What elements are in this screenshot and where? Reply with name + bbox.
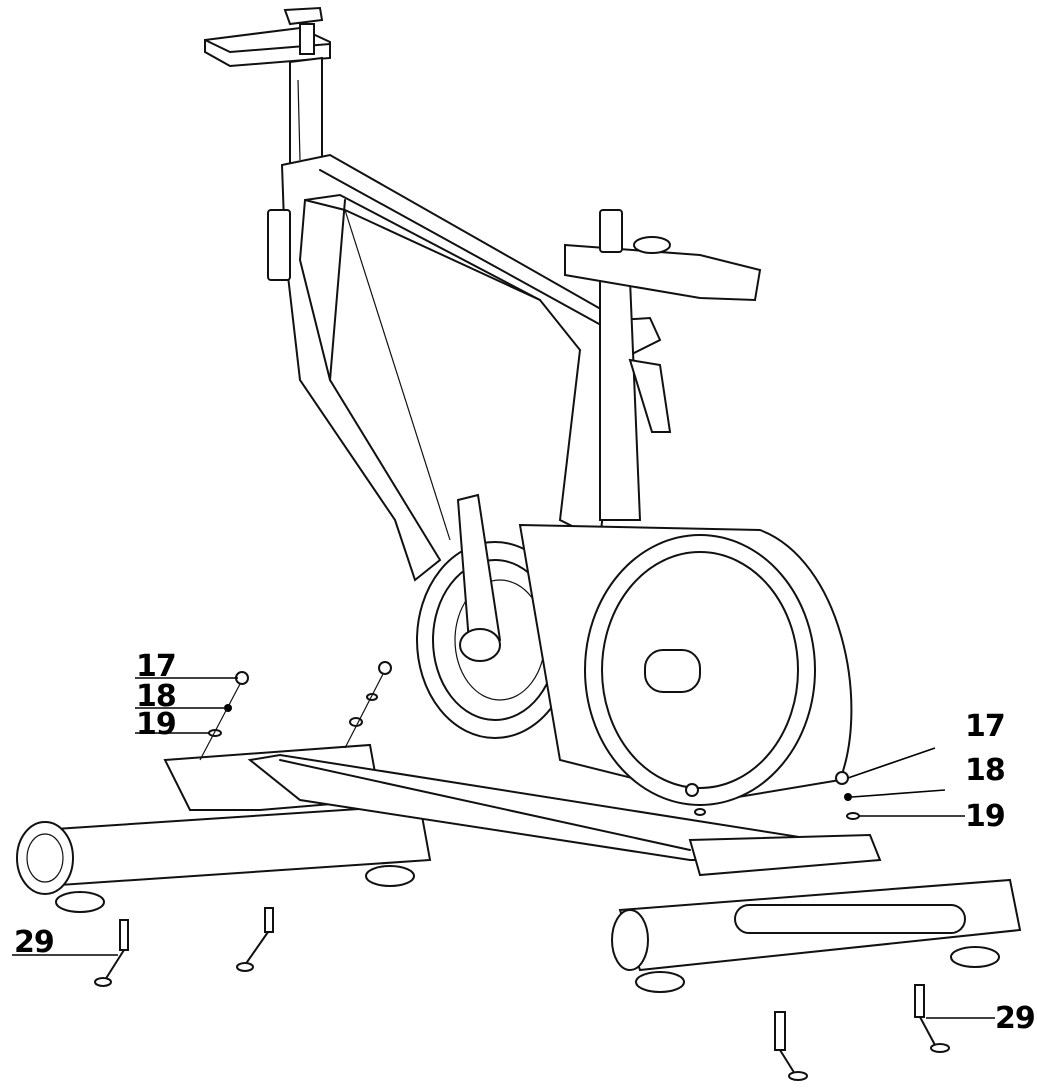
callout-19-right: 19 [965, 799, 1006, 834]
right-hardware [685, 771, 950, 1081]
callout-29-right: 29 [995, 1001, 1036, 1036]
seat-assembly [204, 6, 331, 176]
flywheel-housing [518, 523, 853, 806]
handlebar-assembly [564, 209, 762, 521]
callout-29-left: 29 [14, 925, 55, 960]
leader-lines [12, 677, 995, 1019]
callout-18-right: 18 [965, 753, 1006, 788]
callout-19-left: 19 [136, 707, 177, 742]
main-frame [267, 153, 662, 582]
left-hardware [94, 661, 392, 987]
right-stabilizer [611, 833, 1022, 993]
callout-17-right: 17 [965, 709, 1006, 744]
callout-17-left: 17 [136, 649, 177, 684]
callout-18-left: 18 [136, 679, 177, 714]
